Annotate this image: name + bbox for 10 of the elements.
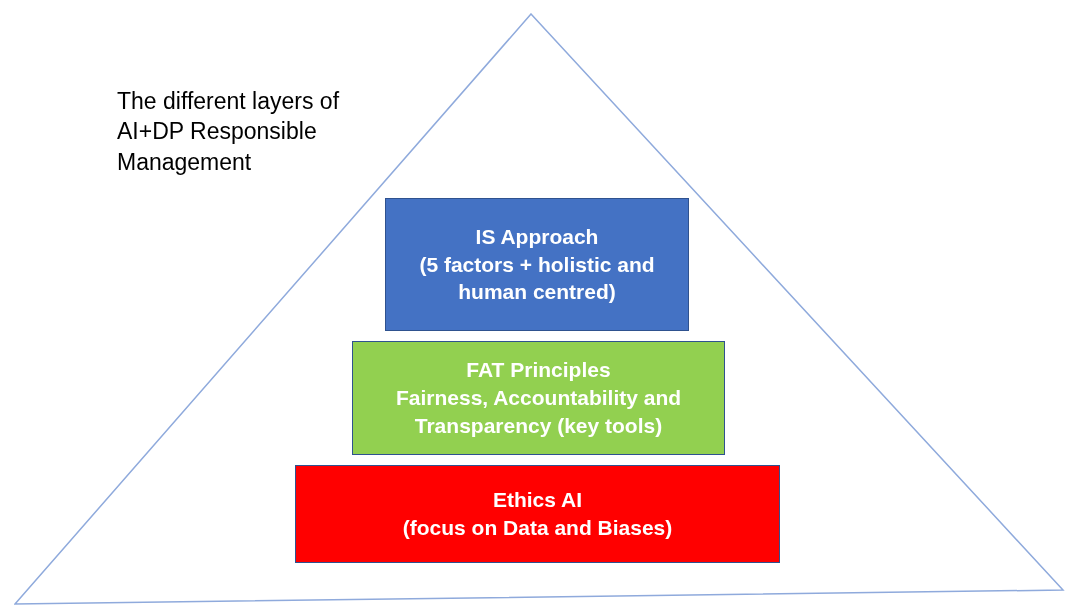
layer-description: Fairness, Accountability and Transparency (key tools) [394,385,683,439]
layer-heading: IS Approach [475,223,599,250]
layer-description: (5 factors + holistic and human centred) [418,251,656,306]
heading: The different layers of AI+DP Responsible Management [117,87,341,177]
layer-description: (focus on Data and Biases) [402,515,673,541]
layer-box [352,341,725,455]
layer-box [295,465,780,563]
layer-box [385,198,689,331]
layer-heading: FAT Principles [466,357,611,384]
layer-heading: Ethics AI [492,487,583,514]
